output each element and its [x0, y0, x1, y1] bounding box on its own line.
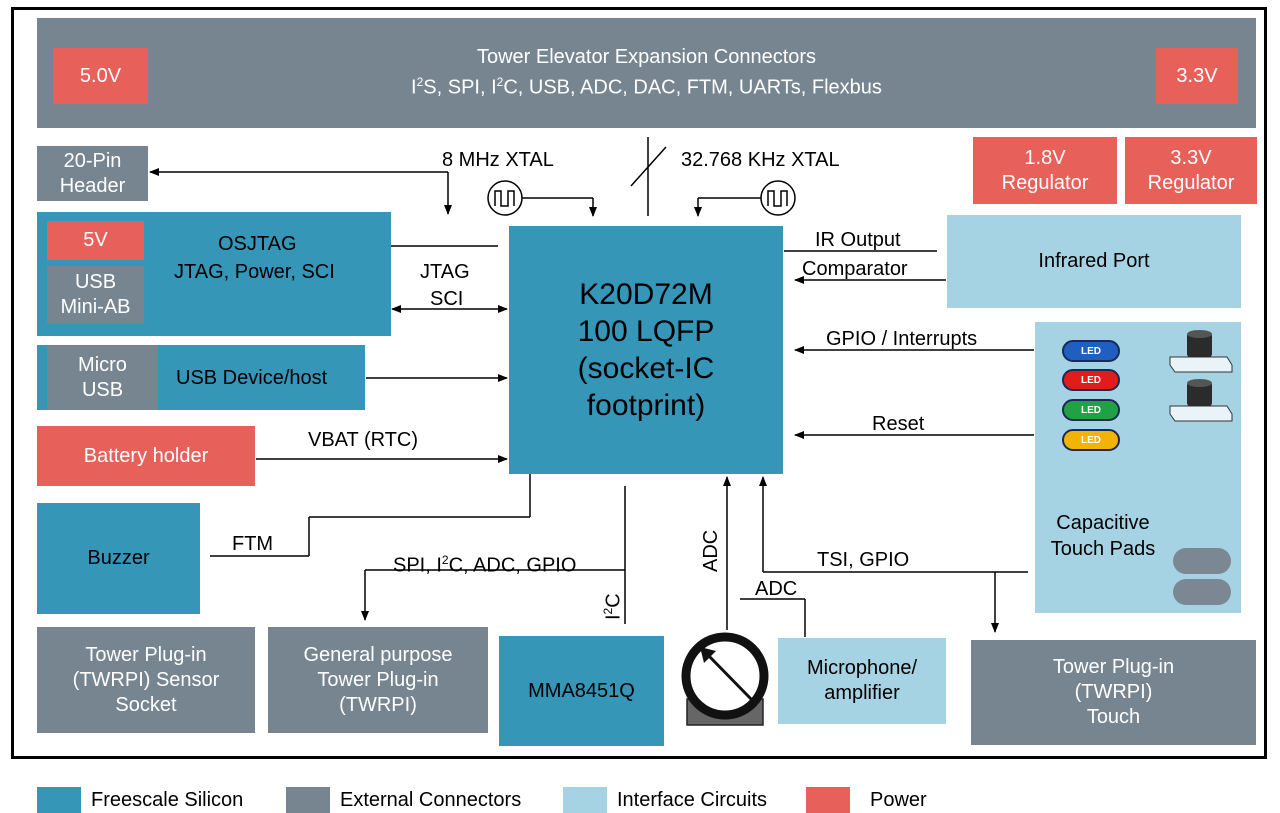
label-sci: SCI: [430, 288, 464, 310]
tower-bus-list: I2S, SPI, I2C, USB, ADC, DAC, FTM, UARTs…: [411, 75, 882, 99]
label-reset: Reset: [872, 413, 925, 435]
mcu-line-4: footprint): [586, 389, 706, 422]
legend-swatch-3: [563, 787, 607, 813]
tower-elevator-connectors: Tower Elevator Expansion Connectors I2S,…: [37, 18, 1256, 128]
power-5v-osjtag: 5V: [47, 221, 144, 260]
label-ftm: FTM: [232, 533, 274, 555]
label-adc-vertical: ADC: [700, 529, 722, 572]
potentiometer-icon: [681, 632, 769, 726]
label-i2c-vertical: I2C: [601, 593, 625, 620]
infrared-port: Infrared Port: [947, 215, 1241, 308]
label-ir-output: IR Output: [815, 229, 901, 251]
diagram-frame: [11, 7, 1267, 759]
tower-title: Tower Elevator Expansion Connectors: [476, 46, 817, 69]
power-5v-tower: 5.0V: [53, 48, 148, 104]
led-4: LED: [1062, 429, 1120, 451]
battery-holder: Battery holder: [37, 426, 255, 486]
power-3v3-tower: 3.3V: [1156, 48, 1238, 104]
mcu-line-3: (socket-IC: [577, 352, 715, 385]
legend-label-4: Power: [870, 789, 927, 811]
legend-swatch-2: [286, 787, 330, 813]
touch-pad-1: [1173, 548, 1231, 574]
label-32khz-xtal: 32.768 KHz XTAL: [681, 149, 840, 171]
capacitive-touch-label: Capacitive Touch Pads: [1050, 512, 1156, 560]
twrpi-touch: Tower Plug-in (TWRPI) Touch: [971, 640, 1256, 745]
legend-label-2: External Connectors: [340, 789, 522, 811]
label-tsi-gpio: TSI, GPIO: [817, 549, 910, 571]
usb-mini-ab: USB Mini-AB: [47, 266, 144, 324]
mcu-line-2: 100 LQFP: [577, 315, 715, 348]
usb-device-host-label: USB Device/host: [176, 367, 328, 389]
osjtag-title: OSJTAG: [218, 233, 297, 255]
mcu-line-1: K20D72M: [579, 278, 713, 311]
twrpi-sensor-socket: Tower Plug-in (TWRPI) Sensor Socket: [37, 627, 255, 733]
led-1: LED: [1062, 340, 1120, 362]
label-jtag: JTAG: [420, 261, 470, 283]
label-comparator: Comparator: [802, 258, 908, 280]
mcu-k20d72m: K20D72M 100 LQFP (socket-IC footprint): [509, 226, 783, 474]
touch-pad-2: [1173, 579, 1231, 605]
header-20-pin: 20-Pin Header: [37, 146, 148, 201]
pushbutton-icons: [1169, 330, 1233, 422]
label-gpio-interrupts: GPIO / Interrupts: [826, 328, 978, 350]
microphone-amplifier: Microphone/ amplifier: [778, 638, 946, 724]
led-3: LED: [1062, 399, 1120, 421]
label-vbat: VBAT (RTC): [308, 429, 419, 451]
legend-label-1: Freescale Silicon: [91, 789, 244, 811]
label-adc-mic: ADC: [755, 578, 798, 600]
buzzer: Buzzer: [37, 503, 200, 614]
label-spi-i2c-adc-gpio: SPI, I2C, ADC, GPIO: [393, 553, 577, 577]
accelerometer-mma8451q: MMA8451Q: [499, 636, 664, 746]
label-8mhz-xtal: 8 MHz XTAL: [442, 149, 554, 171]
regulator-1v8: 1.8V Regulator: [973, 137, 1117, 204]
twrpi-general-purpose: General purpose Tower Plug-in (TWRPI): [268, 627, 488, 733]
osjtag-subtitle: JTAG, Power, SCI: [174, 261, 335, 283]
legend-swatch-1: [37, 787, 81, 813]
legend-label-3: Interface Circuits: [617, 789, 768, 811]
legend-swatch-4: [806, 787, 850, 813]
led-2: LED: [1062, 369, 1120, 391]
micro-usb: Micro USB: [47, 345, 158, 410]
regulator-3v3: 3.3V Regulator: [1125, 137, 1257, 204]
